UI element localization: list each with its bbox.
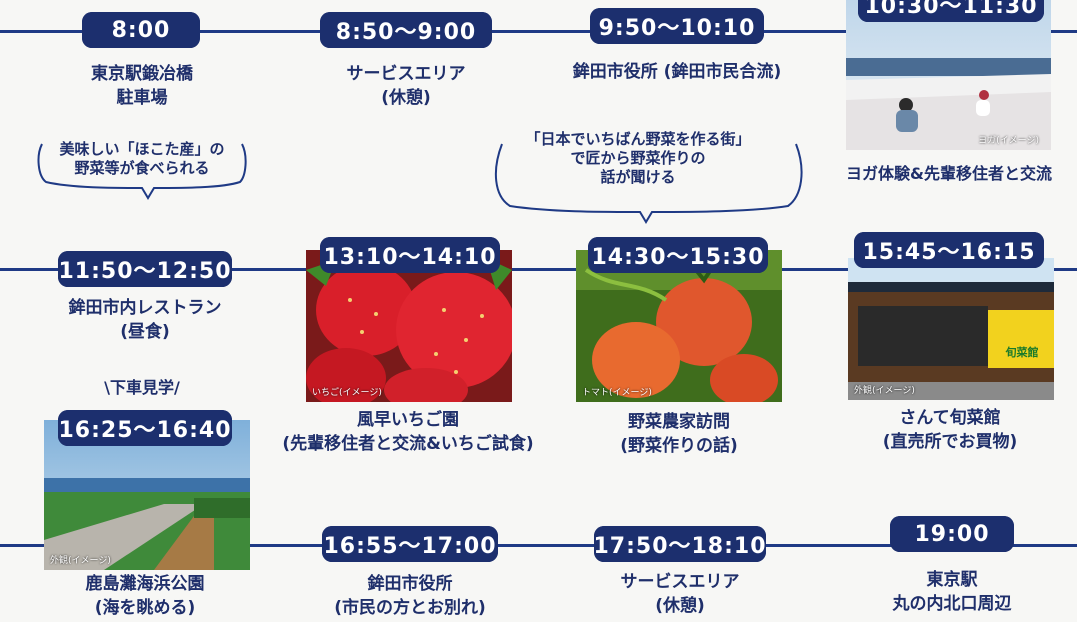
stop-sub: (市民の方とお別れ) xyxy=(334,598,486,618)
stop-name: 東京駅 xyxy=(926,570,978,590)
stop-sub: 駐車場 xyxy=(116,88,168,108)
stop-sub: (昼食) xyxy=(120,322,170,342)
time-pill: 10:30～11:30 xyxy=(858,0,1044,22)
note-line: で匠から野菜作りの xyxy=(570,149,706,167)
note-line: 話が聞ける xyxy=(600,168,676,186)
stop-name: 鹿島灘海浜公園 xyxy=(85,574,205,594)
time-pill: 15:45～16:15 xyxy=(854,232,1044,268)
stop-label: 野菜農家訪問 (野菜作りの話) xyxy=(580,410,778,458)
time-pill: 13:10～14:10 xyxy=(320,237,500,273)
note-get-off: \下車見学/ xyxy=(104,378,180,397)
stop-label: 鉾田市役所 (鉾田市民合流) xyxy=(540,60,814,84)
stop-name: ヨガ体験&先輩移住者と交流 xyxy=(846,164,1052,183)
stop-name: 鉾田市役所 (鉾田市民合流) xyxy=(572,62,782,82)
note-bubble: 美味しい「ほこた産」の 野菜等が食べられる xyxy=(38,140,246,178)
stop-sub: (休憩) xyxy=(655,596,705,616)
time-pill: 14:30～15:30 xyxy=(588,237,768,273)
note-line: 「日本でいちばん野菜を作る街」 xyxy=(525,130,751,148)
stop-name: さんて旬菜館 xyxy=(899,408,1001,428)
photo-caption: 外観(イメージ) xyxy=(50,556,111,566)
stop-name: サービスエリア xyxy=(620,572,740,592)
stop-sub: (休憩) xyxy=(381,88,431,108)
stop-sub: (先輩移住者と交流&いちご試食) xyxy=(282,434,534,454)
stop-sub: 丸の内北口周辺 xyxy=(892,594,1012,614)
stop-sub: (野菜作りの話) xyxy=(620,436,738,456)
stop-label: サービスエリア (休憩) xyxy=(594,570,766,618)
stop-name: 鉾田市役所 xyxy=(367,574,453,594)
time-pill: 17:50～18:10 xyxy=(593,526,766,562)
stop-label: ヨガ体験&先輩移住者と交流 xyxy=(826,162,1072,186)
stop-label: サービスエリア (休憩) xyxy=(318,62,494,110)
stop-name: 風早いちご園 xyxy=(357,410,459,430)
stop-name: 鉾田市内レストラン xyxy=(68,298,222,318)
photo-caption: トマト(イメージ) xyxy=(582,388,652,398)
time-pill: 19:00 xyxy=(890,516,1014,552)
stop-name: 東京駅鍛冶橋 xyxy=(91,64,193,84)
stop-label: 風早いちご園 (先輩移住者と交流&いちご試食) xyxy=(270,408,546,456)
timeline-row-3 xyxy=(0,544,1077,547)
stop-label: 東京駅鍛冶橋 駐車場 xyxy=(60,62,224,110)
stop-sub: (直売所でお買物) xyxy=(882,432,1018,452)
photo-caption: 外観(イメージ) xyxy=(854,386,915,396)
note-line: 野菜等が食べられる xyxy=(74,159,210,177)
market-image xyxy=(848,258,1054,400)
yoga-photo: ヨガ(イメージ) xyxy=(846,0,1051,150)
note-bubble: 「日本でいちばん野菜を作る街」 で匠から野菜作りの 話が聞ける xyxy=(498,130,778,187)
note-bracket-icon xyxy=(494,143,803,224)
time-pill: 11:50～12:50 xyxy=(58,251,232,287)
timeline-row-1 xyxy=(0,30,1077,33)
strawberry-image xyxy=(306,250,512,402)
timeline-row-2 xyxy=(0,268,1077,271)
time-pill: 16:55～17:00 xyxy=(322,526,498,562)
note-bracket-icon xyxy=(37,143,247,200)
shop-sign: 旬菜館 xyxy=(1005,346,1039,359)
photo-caption: いちご(イメージ) xyxy=(312,388,382,398)
time-pill: 9:50～10:10 xyxy=(590,8,764,44)
note-line: 美味しい「ほこた産」の xyxy=(59,140,225,158)
time-pill: 8:00 xyxy=(82,12,200,48)
stop-label: さんて旬菜館 (直売所でお買物) xyxy=(850,406,1050,454)
stop-label: 鉾田市内レストラン (昼食) xyxy=(44,296,246,344)
stop-label: 鹿島灘海浜公園 (海を眺める) xyxy=(50,572,240,620)
photo-caption: ヨガ(イメージ) xyxy=(978,136,1039,146)
stop-sub: (海を眺める) xyxy=(94,598,196,618)
yoga-image xyxy=(846,0,1051,150)
market-photo: 旬菜館 外観(イメージ) xyxy=(848,258,1054,400)
stop-name: 野菜農家訪問 xyxy=(628,412,730,432)
strawberry-photo: いちご(イメージ) xyxy=(306,250,512,402)
stop-name: サービスエリア xyxy=(346,64,466,84)
time-pill: 16:25～16:40 xyxy=(58,410,232,446)
stop-label: 東京駅 丸の内北口周辺 xyxy=(864,568,1040,616)
stop-label: 鉾田市役所 (市民の方とお別れ) xyxy=(306,572,514,620)
time-pill: 8:50～9:00 xyxy=(320,12,492,48)
